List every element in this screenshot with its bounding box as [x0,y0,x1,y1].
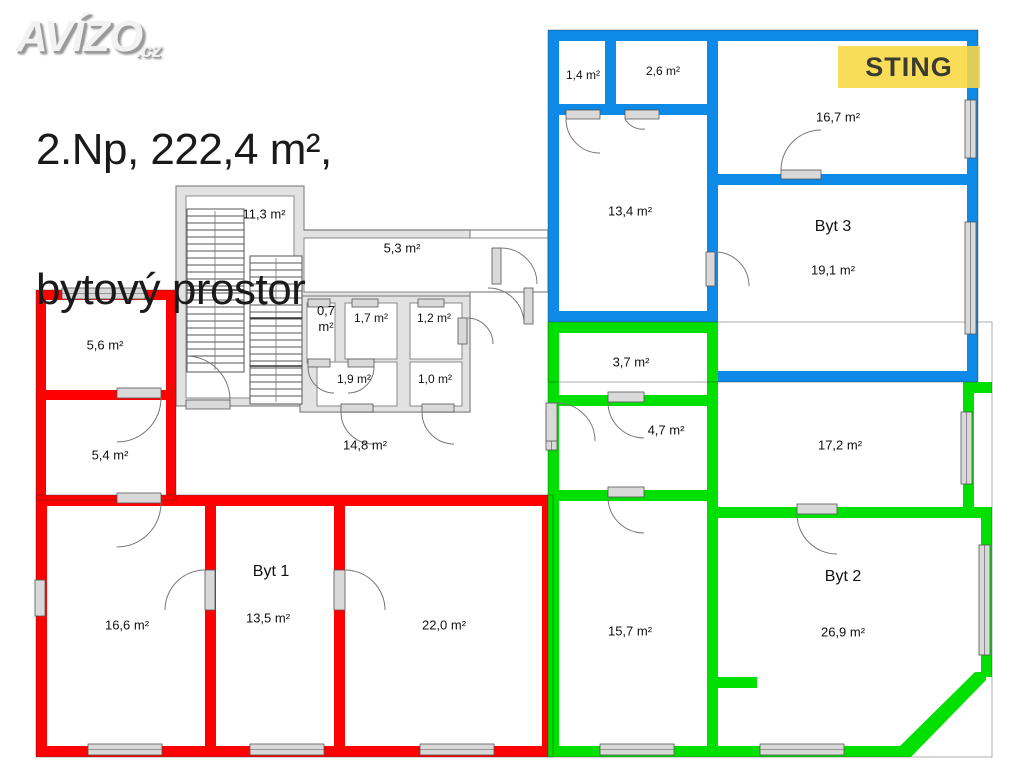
staircase-flight-left [186,208,245,373]
sting-logo-text: STING [865,51,953,82]
core-small-rooms [306,302,463,407]
wall-outlines [35,29,993,758]
doors [34,109,838,617]
sting-logo: STING [838,46,980,88]
apartment-2-walls [548,322,992,757]
windows [61,99,991,756]
staircase-flight-right [249,255,303,405]
